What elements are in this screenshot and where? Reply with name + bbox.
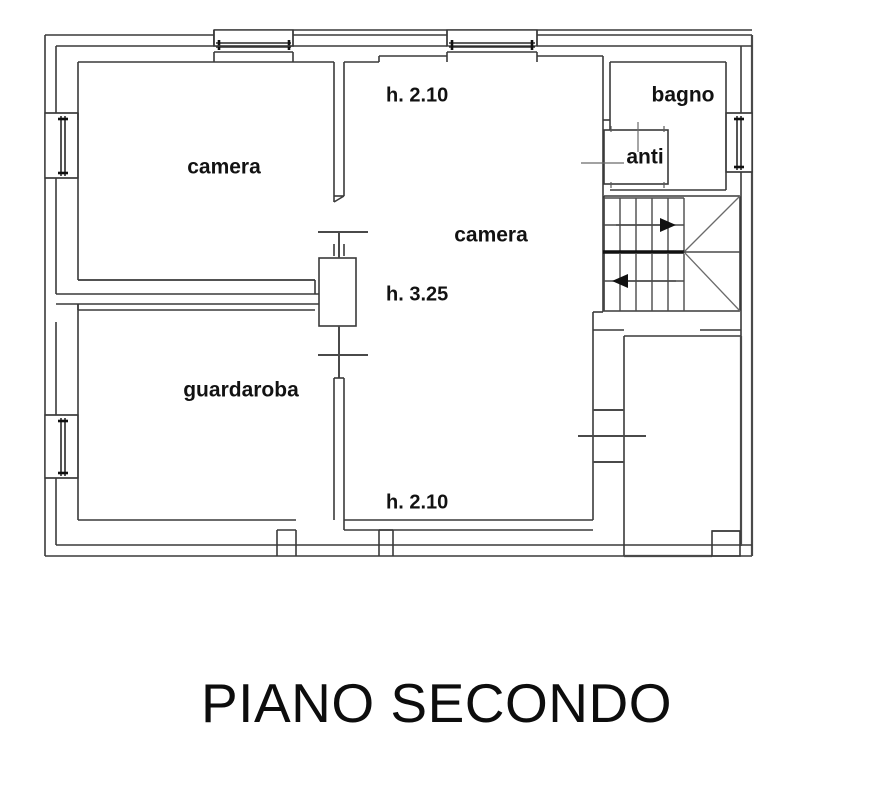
room-label-anti: anti [626, 146, 663, 169]
room-labels: camera camera guardaroba bagno anti [183, 84, 714, 402]
central-pilaster [56, 257, 357, 327]
stair-up-arrow-icon [616, 218, 676, 232]
door-camera-left-lower [318, 326, 368, 378]
room-label-guardaroba: guardaroba [183, 379, 299, 402]
window-right-bagno [725, 112, 753, 173]
window-left-upper [44, 112, 79, 179]
bottom-wall-divisions [276, 529, 394, 556]
window-left-lower [44, 414, 79, 479]
height-annotations: h. 2.10 h. 3.25 h. 2.10 [386, 84, 448, 513]
room-label-camera-left: camera [187, 156, 261, 179]
door-camera-left-upper [318, 231, 368, 258]
height-annotation-middle: h. 3.25 [386, 283, 448, 305]
stair-down-arrow-icon [612, 274, 676, 288]
room-terrace-walls [593, 329, 743, 558]
plan-title: PIANO SECONDO [200, 672, 673, 734]
room-camera-main-walls [344, 55, 604, 531]
room-anti-walls [581, 122, 669, 188]
room-label-bagno: bagno [652, 84, 715, 107]
door-right-terrace [578, 409, 646, 463]
height-annotation-bottom: h. 2.10 [386, 491, 448, 513]
staircase [603, 195, 741, 312]
window-top-right [446, 29, 538, 62]
window-top-left [213, 29, 294, 62]
room-bagno-walls [602, 61, 727, 191]
room-guardaroba-walls [77, 304, 345, 530]
room-label-camera-main: camera [454, 224, 528, 247]
height-annotation-top: h. 2.10 [386, 84, 448, 106]
